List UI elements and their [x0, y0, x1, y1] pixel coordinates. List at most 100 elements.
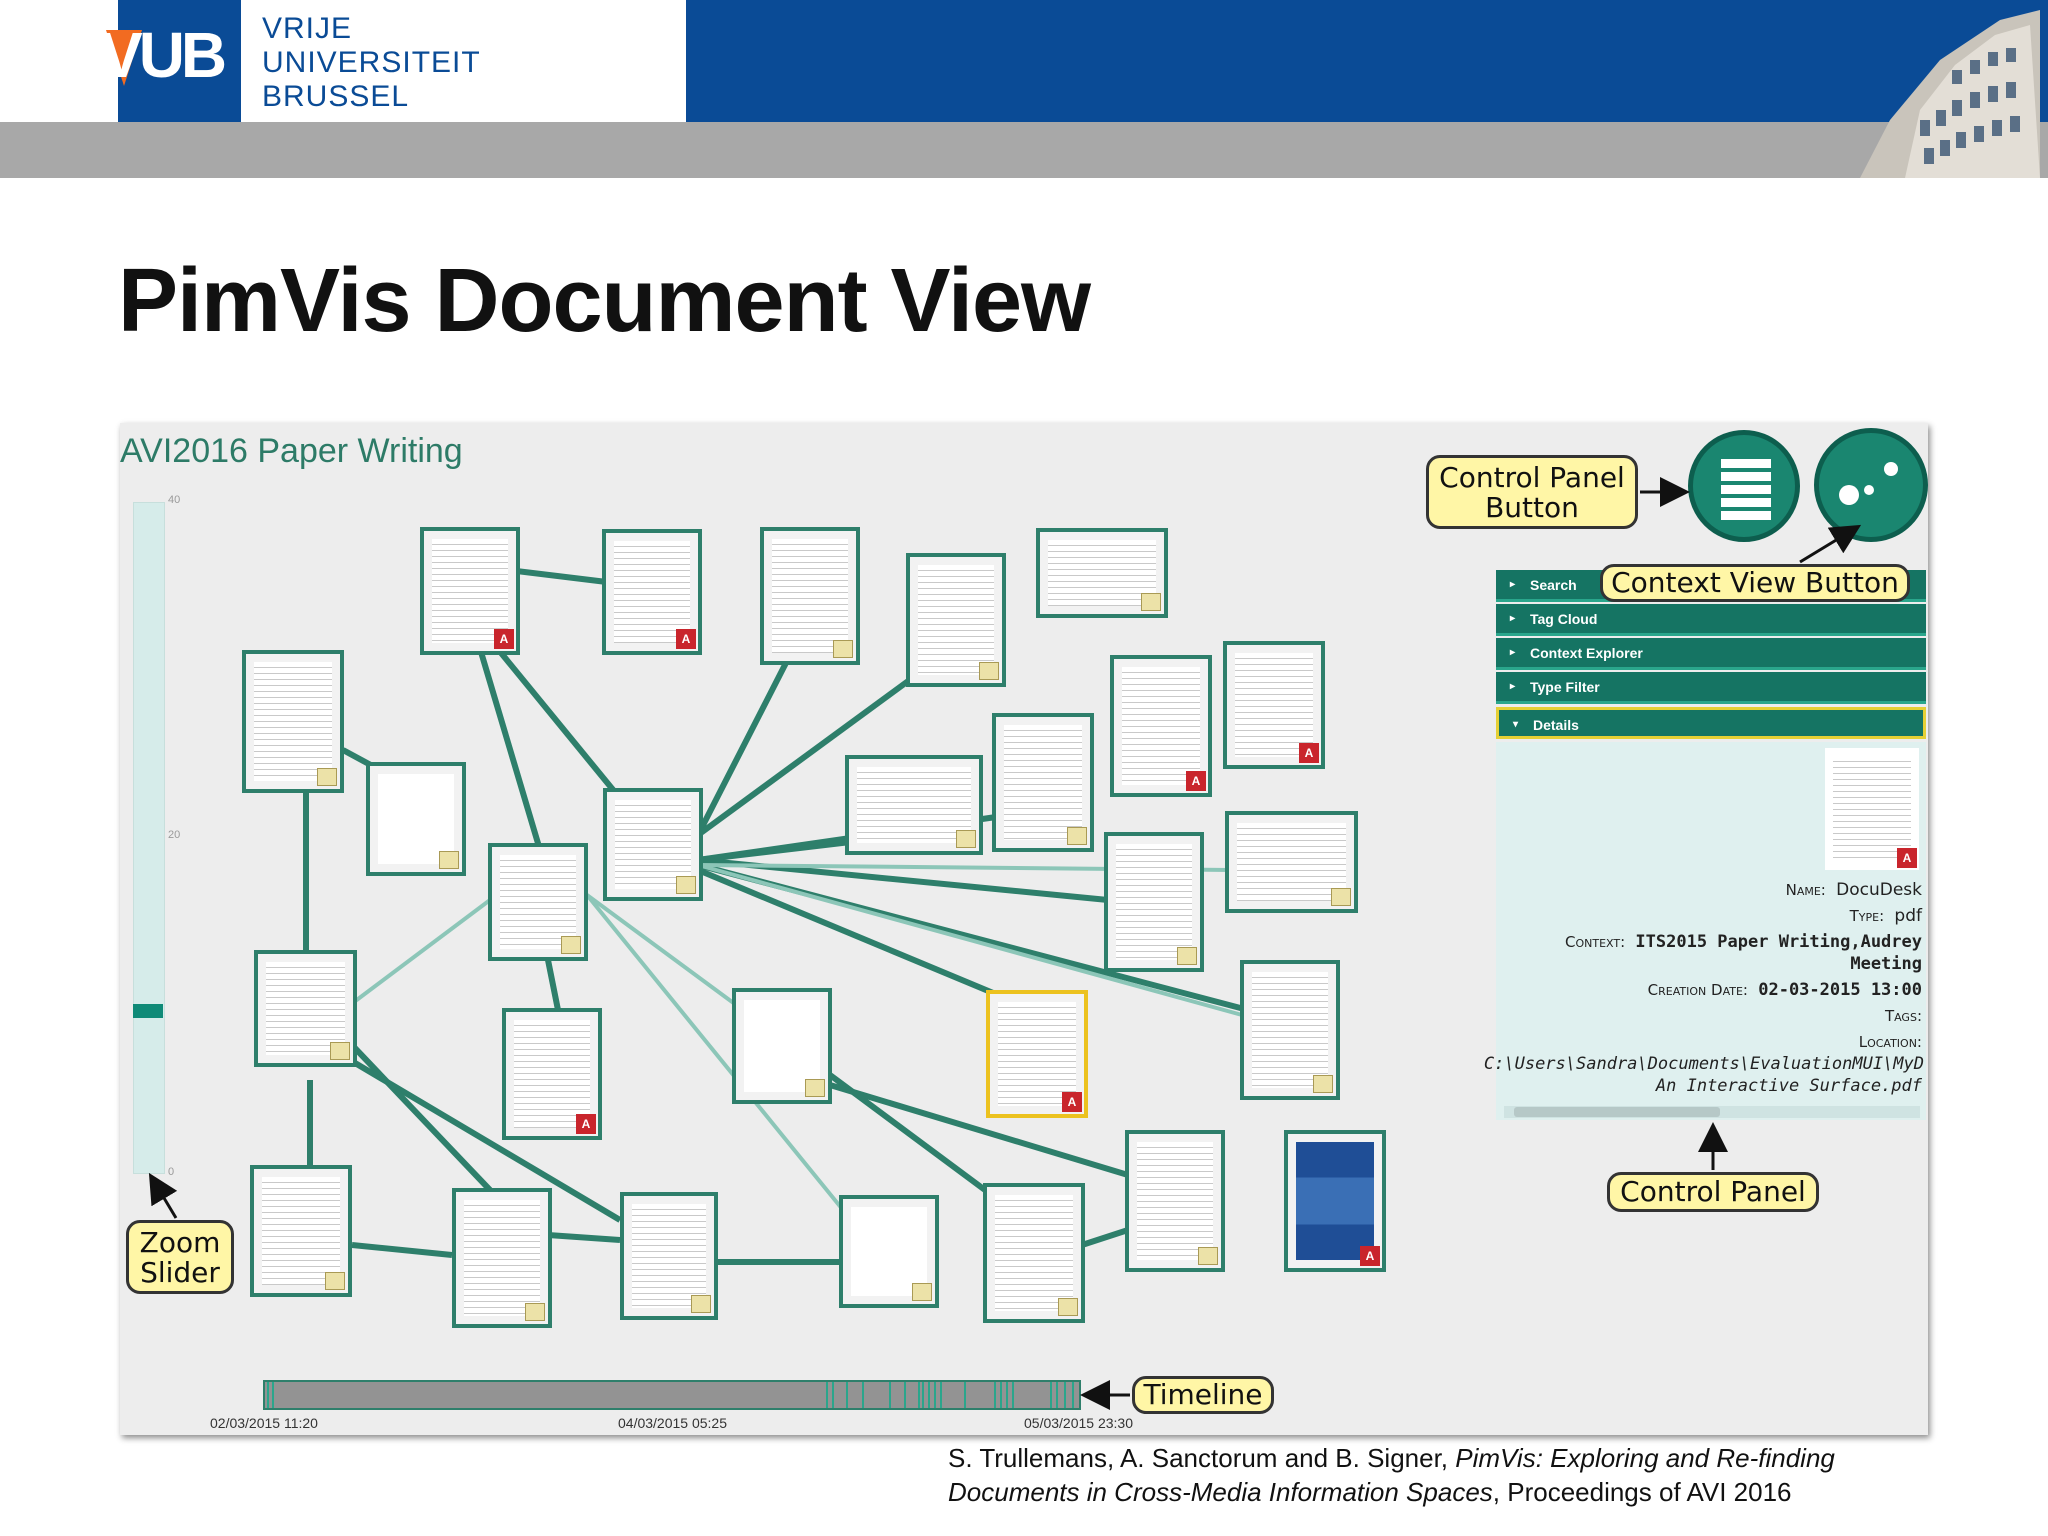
- document-thumbnail[interactable]: [254, 950, 357, 1067]
- bubbles-icon: [1839, 462, 1898, 505]
- zoom-slider-thumb[interactable]: [133, 1004, 163, 1018]
- panel-row-type-filter[interactable]: ▸ Type Filter: [1496, 672, 1926, 704]
- citation-title-part-2: Documents in Cross-Media Information Spa…: [948, 1477, 1493, 1507]
- document-thumbnail[interactable]: [366, 762, 466, 876]
- document-thumbnail[interactable]: [1125, 1130, 1225, 1272]
- document-thumbnail[interactable]: [488, 843, 588, 961]
- pdf-icon: A: [1186, 771, 1206, 791]
- chevron-right-icon: ▸: [1510, 681, 1516, 692]
- citation-venue: , Proceedings of AVI 2016: [1492, 1477, 1792, 1507]
- document-thumbnail[interactable]: A: [602, 529, 702, 655]
- detail-name-value: DocuDesk: [1836, 880, 1922, 900]
- timeline-bar[interactable]: [263, 1380, 1081, 1410]
- callout-timeline: Timeline: [1132, 1376, 1274, 1414]
- arrow-to-zoom-slider: [148, 1172, 178, 1219]
- note-icon: [317, 768, 337, 786]
- panel-row-details[interactable]: ▾Details: [1496, 707, 1926, 739]
- document-thumbnail[interactable]: [906, 553, 1006, 687]
- document-thumbnail[interactable]: [845, 755, 983, 855]
- detail-type: Type: pdf: [1850, 906, 1922, 926]
- document-thumbnail[interactable]: [1036, 528, 1168, 618]
- pdf-icon: A: [1062, 1092, 1082, 1112]
- callout-control-panel-button: Control Panel Button: [1426, 455, 1638, 529]
- panel-row-label: Search: [1530, 577, 1577, 593]
- details-document-preview: A: [1825, 748, 1919, 870]
- document-thumbnail[interactable]: [1240, 960, 1340, 1100]
- note-icon: [676, 876, 696, 894]
- graph-edge: [1081, 1227, 1129, 1248]
- note-icon: [1067, 827, 1087, 845]
- detail-context-value-1: ITS2015 Paper Writing,Audrey: [1635, 932, 1922, 952]
- citation-line-1: S. Trullemans, A. Sanctorum and B. Signe…: [948, 1443, 1835, 1474]
- document-thumbnail[interactable]: A: [502, 1008, 602, 1140]
- document-thumbnail[interactable]: [839, 1195, 939, 1308]
- document-thumbnail[interactable]: A: [1110, 655, 1212, 797]
- note-icon: [1313, 1075, 1333, 1093]
- panel-row-label: Tag Cloud: [1530, 611, 1598, 627]
- detail-location-value-2: An Interactive Surface.pdf: [1655, 1076, 1922, 1096]
- zoom-tick-top: 40: [168, 494, 181, 506]
- university-line-3: BRUSSEL: [262, 80, 410, 113]
- building-image: [1860, 10, 2040, 178]
- detail-date-label: Creation Date:: [1647, 981, 1748, 999]
- document-thumbnail[interactable]: A: [1223, 641, 1325, 769]
- document-thumbnail[interactable]: [983, 1183, 1085, 1323]
- graph-edge-faint: [697, 863, 1243, 1017]
- detail-context-label: Context:: [1565, 933, 1626, 951]
- callout-line-2: Button: [1485, 491, 1579, 524]
- document-thumbnail[interactable]: A: [420, 527, 520, 655]
- panel-row-label: Type Filter: [1530, 679, 1600, 695]
- note-icon: [912, 1283, 932, 1301]
- detail-location-label: Location:: [1858, 1033, 1922, 1051]
- timeline-end-label: 05/03/2015 23:30: [1024, 1415, 1133, 1431]
- document-thumbnail[interactable]: [603, 788, 703, 901]
- note-icon: [525, 1303, 545, 1321]
- panel-row-tag-cloud[interactable]: ▸ Tag Cloud: [1496, 604, 1926, 636]
- note-icon: [956, 830, 976, 848]
- timeline-mid-label: 04/03/2015 05:25: [618, 1415, 727, 1431]
- graph-edge: [349, 1042, 493, 1193]
- note-icon: [1198, 1247, 1218, 1265]
- note-icon: [330, 1042, 350, 1060]
- document-thumbnail[interactable]: [250, 1165, 352, 1297]
- graph-edge-faint: [585, 893, 745, 1012]
- panel-row-label: Details: [1533, 717, 1579, 733]
- timeline-marks: [267, 1382, 1074, 1408]
- details-scrollbar-thumb[interactable]: [1514, 1107, 1720, 1117]
- control-panel-button[interactable]: [1688, 430, 1800, 542]
- detail-date-value: 02-03-2015 13:00: [1758, 980, 1922, 1000]
- pdf-icon: A: [1897, 848, 1917, 868]
- note-icon: [691, 1295, 711, 1313]
- document-thumbnail[interactable]: [992, 713, 1094, 852]
- detail-location: Location:: [1859, 1032, 1922, 1052]
- timeline-start-label: 02/03/2015 11:20: [210, 1415, 318, 1431]
- book-cover-thumbnail[interactable]: A: [1284, 1130, 1386, 1272]
- panel-row-context-explorer[interactable]: ▸Context Explorer: [1496, 638, 1926, 670]
- university-line-1: VRIJE: [262, 12, 353, 45]
- graph-edge: [351, 1242, 453, 1258]
- document-thumbnail[interactable]: [1225, 811, 1358, 913]
- callout-line-2: Slider: [140, 1256, 220, 1289]
- pdf-icon: A: [576, 1114, 596, 1134]
- pdf-icon: A: [1299, 743, 1319, 763]
- panel-row-label: Context Explorer: [1530, 645, 1643, 661]
- citation-authors: S. Trullemans, A. Sanctorum and B. Signe…: [948, 1443, 1456, 1473]
- university-line-2: UNIVERSITEIT: [262, 46, 481, 79]
- document-thumbnail[interactable]: [452, 1188, 552, 1328]
- callout-line-1: Zoom: [139, 1226, 221, 1259]
- chevron-right-icon: ▸: [1510, 613, 1516, 624]
- document-thumbnail[interactable]: [242, 650, 344, 793]
- note-icon: [1177, 947, 1197, 965]
- document-thumbnail[interactable]: [760, 527, 860, 665]
- note-icon: [805, 1079, 825, 1097]
- zoom-slider-track[interactable]: [133, 502, 165, 1174]
- document-thumbnail[interactable]: [732, 988, 832, 1104]
- context-view-button[interactable]: [1814, 428, 1928, 542]
- callout-context-view-button: Context View Button: [1600, 564, 1910, 602]
- document-thumbnail[interactable]: [1104, 832, 1204, 972]
- zoom-tick-mid: 20: [168, 829, 181, 841]
- document-thumbnail[interactable]: [620, 1192, 718, 1320]
- callout-line-1: Control Panel: [1439, 461, 1625, 494]
- selected-document-thumbnail[interactable]: A: [986, 990, 1088, 1118]
- detail-context: Context: ITS2015 Paper Writing,Audrey: [1565, 932, 1922, 952]
